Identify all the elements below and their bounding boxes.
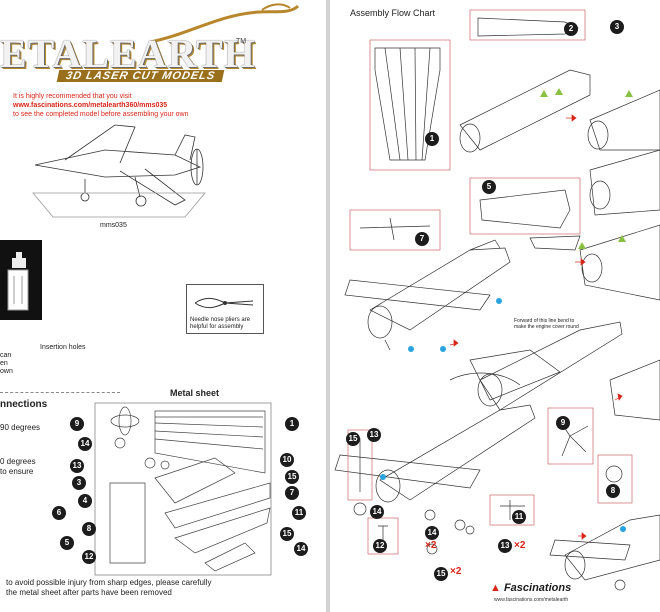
fascinations-logo: ▲ Fascinations: [490, 582, 572, 594]
green-marker-triangle: [540, 90, 548, 97]
step-badge: 5: [482, 180, 496, 194]
part-number-badge: 11: [292, 506, 306, 520]
recommend-url[interactable]: www.fascinations.com/metalearth360/mms03…: [13, 102, 168, 109]
pliers-icon: [194, 297, 254, 309]
part-number-badge: 4: [78, 494, 92, 508]
part-number-badge: 5: [60, 536, 74, 550]
part-number-badge: 9: [70, 417, 84, 431]
section-divider: [0, 392, 120, 393]
brand-swirl-icon: [149, 3, 300, 44]
flow-chart-title: Assembly Flow Chart: [350, 8, 436, 18]
insertion-text-3: own: [0, 368, 13, 375]
step-badge: 8: [606, 484, 620, 498]
part-number-badge: 14: [294, 542, 308, 556]
step-badge: 13: [498, 539, 512, 553]
step-badge: 3: [610, 20, 624, 34]
recommend-line-1: It is highly recommended that you visit: [13, 93, 132, 100]
metal-sheet-title: Metal sheet: [170, 388, 220, 398]
part-number-badge: 1: [285, 417, 299, 431]
part-number-badge: 13: [70, 459, 84, 473]
blue-marker-dot: [496, 298, 502, 304]
part-number-badge: 6: [52, 506, 66, 520]
step-badge: 7: [415, 232, 429, 246]
connection-line-3: to ensure: [0, 467, 34, 476]
step-badge: 15: [346, 432, 360, 446]
part-number-badge: 14: [78, 437, 92, 451]
step-badge: 1: [425, 132, 439, 146]
insertion-text-2: en: [0, 360, 8, 367]
metal-sheet-diagram: [94, 402, 272, 576]
step-badge: 13: [367, 428, 381, 442]
insertion-text-1: can: [0, 352, 12, 359]
connection-line-2: 0 degrees: [0, 457, 36, 466]
safety-note: to avoid possible injury from sharp edge…: [6, 578, 211, 598]
blue-marker-dot: [380, 474, 386, 480]
step-badge: 14: [370, 505, 384, 519]
instruction-page-left: ETALEARTH TM 3D LASER CUT MODELS It is h…: [0, 0, 326, 612]
step-badge: 9: [556, 416, 570, 430]
fascinations-logo-text: Fascinations: [503, 582, 572, 594]
page-gutter: [326, 0, 330, 612]
safety-note-line-2: the metal sheet after parts have been re…: [6, 588, 172, 597]
green-marker-triangle: [618, 235, 626, 242]
part-number-badge: 15: [280, 527, 294, 541]
completed-model-illustration: [32, 124, 206, 218]
quantity-multiplier: ×2: [450, 566, 462, 577]
step-badge: 12: [373, 539, 387, 553]
connections-heading: nnections: [0, 399, 48, 410]
blue-marker-dot: [408, 346, 414, 352]
model-code: mms035: [100, 222, 127, 229]
engine-cover-callout: Forward of this line bend to make the en…: [514, 318, 579, 330]
brand-logo: ETALEARTH: [0, 31, 256, 76]
step-badge: 14: [425, 526, 439, 540]
recommend-line-3: to see the completed model before assemb…: [13, 111, 189, 118]
part-number-badge: 10: [280, 453, 294, 467]
brand-tagline: 3D LASER CUT MODELS: [56, 70, 225, 82]
safety-note-line-1: to avoid possible injury from sharp edge…: [6, 578, 212, 587]
instruction-page-right: Assembly Flow Chart: [330, 0, 660, 612]
quantity-multiplier: ×2: [514, 540, 526, 551]
green-marker-triangle: [555, 88, 563, 95]
part-number-badge: 7: [285, 486, 299, 500]
step-badge: 2: [564, 22, 578, 36]
part-number-badge: 15: [285, 470, 299, 484]
step-badge: 11: [512, 510, 526, 524]
blue-marker-dot: [620, 526, 626, 532]
pliers-tip-text: Needle nose pliers are helpful for assem…: [190, 317, 251, 330]
part-number-badge: 12: [82, 550, 96, 564]
green-marker-triangle: [578, 242, 586, 249]
fascinations-url[interactable]: www.fascinations.com/metalearth: [494, 597, 569, 603]
connection-line-1: 90 degrees: [0, 423, 41, 432]
insertion-holes-label: Insertion holes: [40, 344, 86, 351]
step-badge: 15: [434, 567, 448, 581]
insertion-tab-icon: [7, 252, 29, 311]
pliers-tip-box: Needle nose pliers are helpful for assem…: [186, 284, 264, 334]
part-number-badge: 3: [72, 476, 86, 490]
blue-marker-dot: [440, 346, 446, 352]
trademark-mark: TM: [236, 38, 247, 45]
part-number-badge: 8: [82, 522, 96, 536]
assembly-drawings: [334, 9, 660, 591]
quantity-multiplier: ×2: [425, 540, 437, 551]
green-marker-triangle: [625, 90, 633, 97]
